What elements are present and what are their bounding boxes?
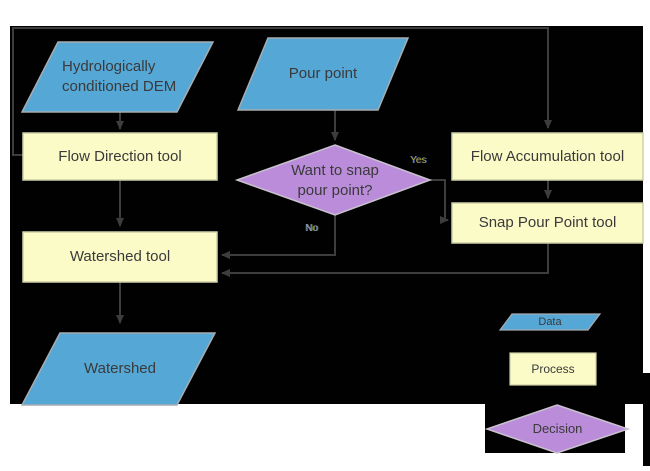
decision-diamond bbox=[234, 144, 433, 216]
dem-parallelogram bbox=[20, 41, 215, 113]
pour-point-parallelogram bbox=[236, 37, 410, 111]
snap-pour-point-rect bbox=[451, 202, 644, 244]
watershed-parallelogram bbox=[20, 332, 217, 406]
legend-data-parallelogram bbox=[498, 313, 602, 331]
black-background-right-strip bbox=[643, 373, 650, 466]
edge-decision-yes-to-snap-pour-point bbox=[430, 179, 449, 224]
flow-direction-rect bbox=[22, 132, 218, 181]
legend-decision-diamond bbox=[484, 404, 631, 454]
flow-accumulation-rect bbox=[451, 132, 644, 181]
edge-snap-pour-point-to-watershed-tool bbox=[221, 243, 549, 277]
legend-process-rect bbox=[509, 352, 597, 386]
watershed-tool-rect bbox=[22, 231, 218, 283]
edge-decision-no-to-watershed-tool bbox=[221, 215, 336, 259]
edge-flow-direction-to-flow-accumulation bbox=[12, 27, 552, 156]
